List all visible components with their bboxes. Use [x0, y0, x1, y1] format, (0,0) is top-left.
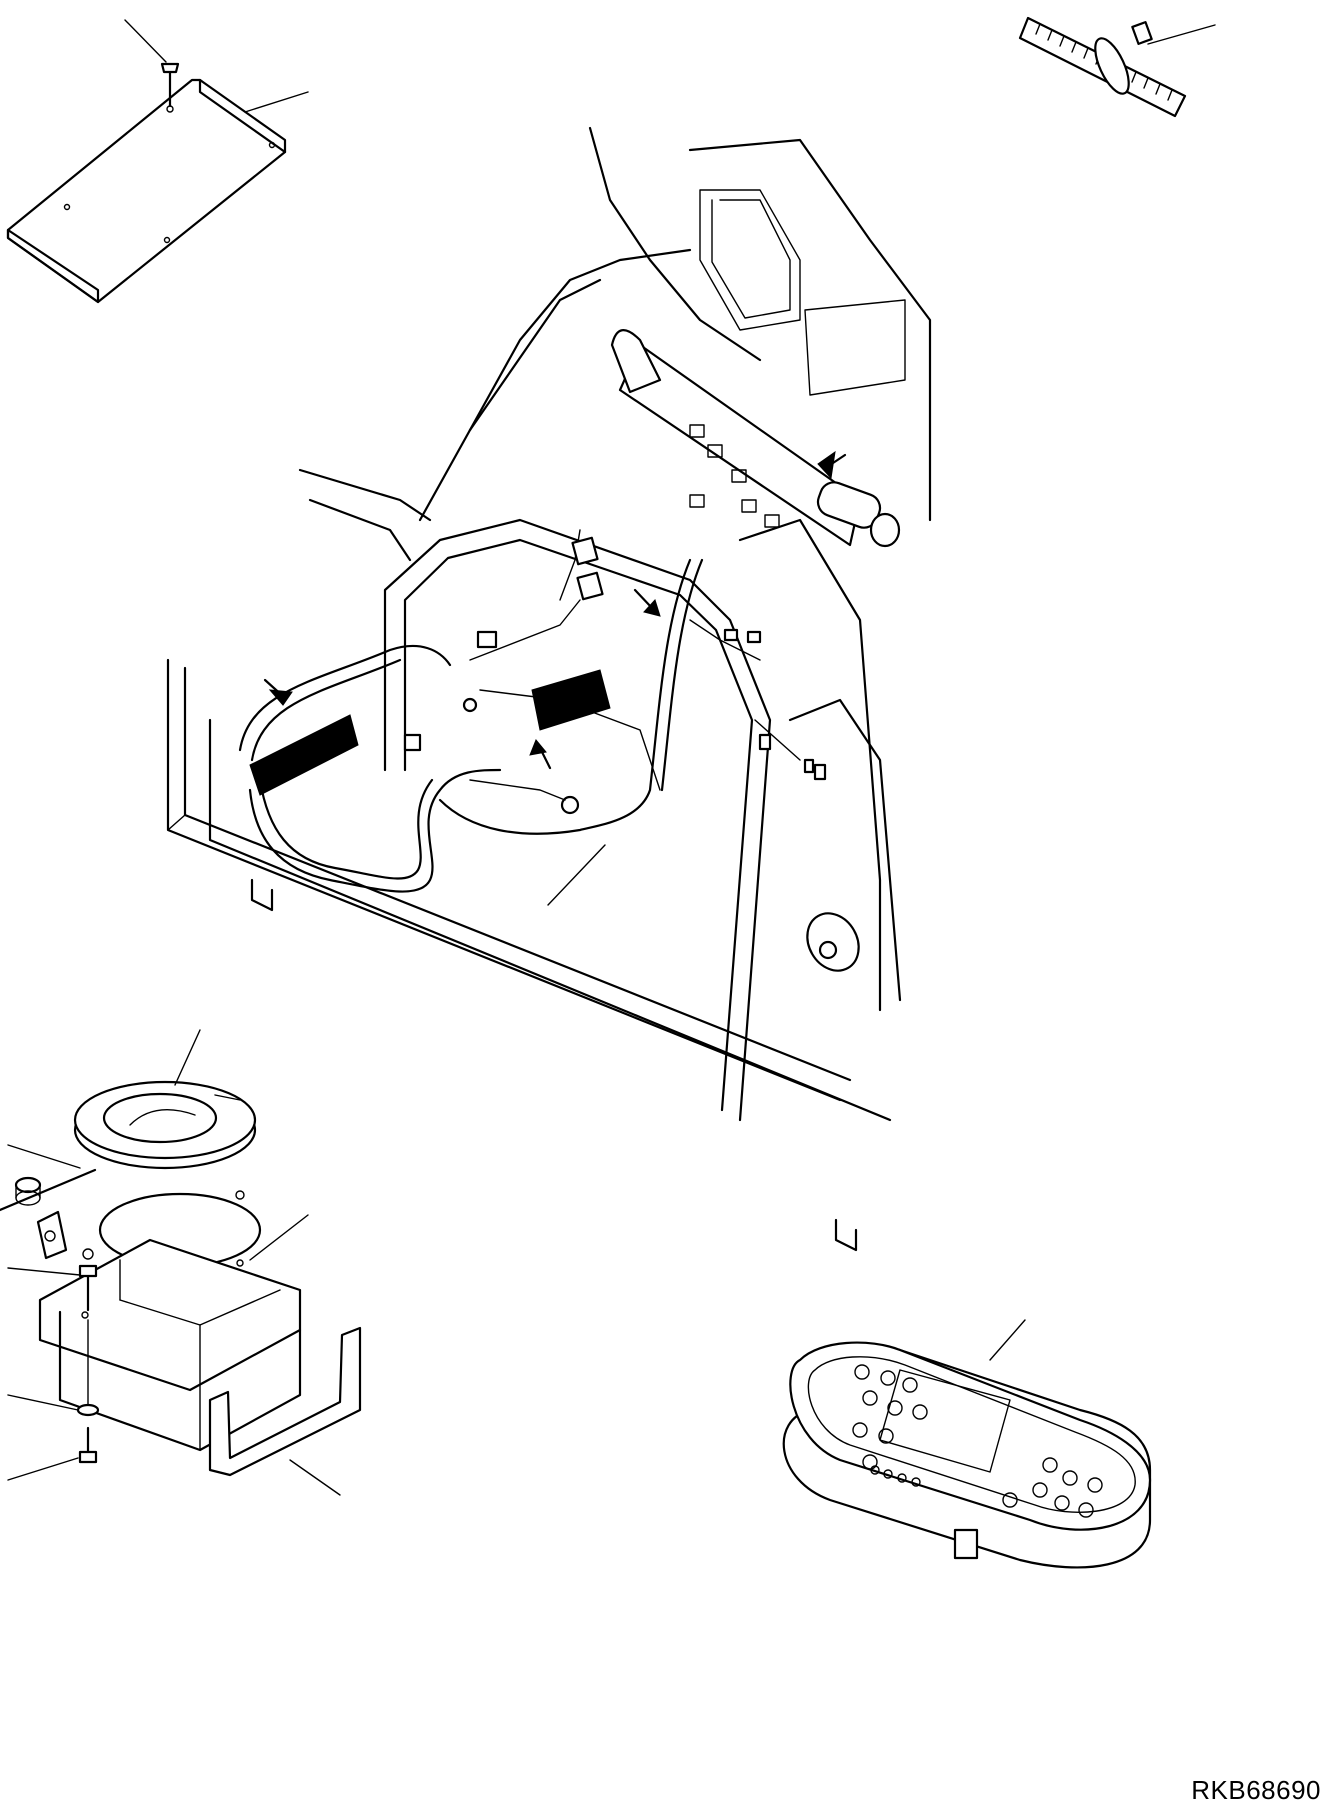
mounting-screw	[160, 62, 180, 113]
leader-lines-plate	[124, 19, 309, 113]
direction-arrows	[263, 450, 847, 770]
drawing-id-label: RKB68690	[1191, 1775, 1321, 1805]
u-bracket	[208, 1326, 362, 1496]
cab-frame	[166, 126, 932, 1252]
bolts	[7, 1248, 100, 1481]
black-insulation-pads	[249, 669, 611, 796]
monitor-panel	[782, 1319, 1152, 1569]
storage-tray	[38, 1214, 309, 1452]
steering-column	[610, 329, 901, 548]
wiring-harness	[238, 529, 801, 906]
floor-panel	[0, 1168, 262, 1268]
connectors	[403, 536, 827, 781]
cover-plate	[6, 78, 287, 304]
grommet	[7, 1029, 257, 1170]
cable-tie	[1018, 16, 1216, 118]
